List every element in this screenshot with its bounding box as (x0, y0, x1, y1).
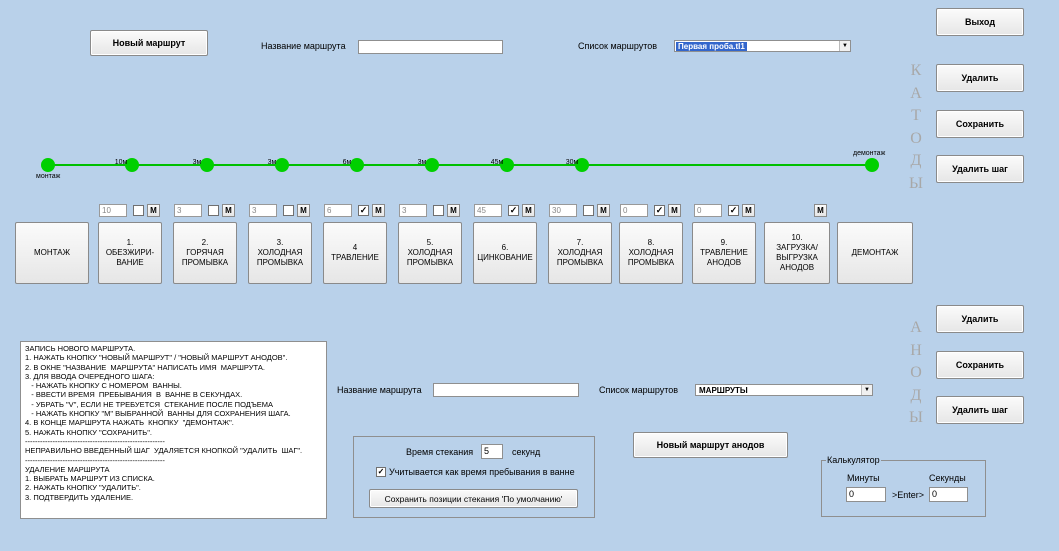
step-drip-checkbox-6[interactable]: ✓ (508, 205, 519, 216)
step-drip-checkbox-2[interactable] (208, 205, 219, 216)
route-list-select[interactable]: Первая проба.tl1 ▼ (674, 40, 851, 52)
step-time-input-3[interactable]: 3 (249, 204, 277, 217)
bath-5-button[interactable]: 5. ХОЛОДНАЯ ПРОМЫВКА (398, 222, 462, 284)
step-save-button-7[interactable]: М (597, 204, 610, 217)
drip-counts-checkbox[interactable]: ✓ (376, 467, 386, 477)
save-anode-route-button[interactable]: Сохранить (936, 351, 1024, 379)
save-drip-default-button[interactable]: Сохранить позиции стекания 'По умолчанию… (369, 489, 578, 508)
anode-route-name-label: Название маршрута (337, 385, 422, 395)
minutes-label: Минуты (847, 473, 880, 483)
save-cathode-route-button[interactable]: Сохранить (936, 110, 1024, 138)
step-save-button-8[interactable]: М (668, 204, 681, 217)
bath-3-button[interactable]: 3. ХОЛОДНАЯ ПРОМЫВКА (248, 222, 312, 284)
delete-step-cathode-button[interactable]: Удалить шаг (936, 155, 1024, 183)
segment-label: 6м (342, 159, 352, 166)
drip-counts-label: Учитывается как время пребывания в ванне (389, 467, 575, 477)
bath-7-button[interactable]: 7. ХОЛОДНАЯ ПРОМЫВКА (548, 222, 612, 284)
anode-route-list-select[interactable]: МАРШРУТЫ ▼ (695, 384, 873, 396)
track-line (47, 164, 872, 166)
step-drip-checkbox-3[interactable] (283, 205, 294, 216)
step-time-input-6[interactable]: 45 (474, 204, 502, 217)
step-time-input-4[interactable]: 6 (324, 204, 352, 217)
step-save-button-1[interactable]: М (147, 204, 160, 217)
segment-label: 3м (192, 159, 202, 166)
segment-label: 3м (267, 159, 277, 166)
step-drip-checkbox-4[interactable]: ✓ (358, 205, 369, 216)
step-drip-checkbox-1[interactable] (133, 205, 144, 216)
segment-label: 45м (490, 159, 504, 166)
track-start-label: монтаж (36, 173, 61, 180)
bath-2-button[interactable]: 2. ГОРЯЧАЯ ПРОМЫВКА (173, 222, 237, 284)
track-node (125, 158, 139, 172)
bath-9-button[interactable]: 9. ТРАВЛЕНИЕ АНОДОВ (692, 222, 756, 284)
step-save-button-3[interactable]: М (297, 204, 310, 217)
step-time-input-5[interactable]: 3 (399, 204, 427, 217)
step-drip-checkbox-7[interactable] (583, 205, 594, 216)
drip-time-input[interactable]: 5 (481, 444, 503, 459)
bath-8-button[interactable]: 8. ХОЛОДНАЯ ПРОМЫВКА (619, 222, 683, 284)
step-time-input-7[interactable]: 30 (549, 204, 577, 217)
track-node (350, 158, 364, 172)
track-node (865, 158, 879, 172)
step-time-input-1[interactable]: 10 (99, 204, 127, 217)
step-drip-checkbox-9[interactable]: ✓ (728, 205, 739, 216)
bath-dismount-button[interactable]: ДЕМОНТАЖ (837, 222, 913, 284)
step-time-input-2[interactable]: 3 (174, 204, 202, 217)
track-node (275, 158, 289, 172)
new-anode-route-button[interactable]: Новый маршрут анодов (633, 432, 788, 458)
minutes-input[interactable]: 0 (846, 487, 886, 502)
segment-label: 10м (114, 159, 128, 166)
step-save-button-5[interactable]: М (447, 204, 460, 217)
cathodes-vertical-label: К А Т О Д Ы (909, 62, 923, 192)
step-save-button-10[interactable]: М (814, 204, 827, 217)
route-name-label: Название маршрута (261, 41, 346, 51)
track-node (41, 158, 55, 172)
track-node (575, 158, 589, 172)
drip-time-label: Время стекания (406, 447, 474, 457)
bath-mount-button[interactable]: МОНТАЖ (15, 222, 89, 284)
delete-cathode-route-button[interactable]: Удалить (936, 64, 1024, 92)
chevron-down-icon[interactable]: ▼ (839, 41, 850, 51)
route-name-input[interactable] (358, 40, 503, 54)
segment-label: 3м (417, 159, 427, 166)
step-time-input-9[interactable]: 0 (694, 204, 722, 217)
step-time-input-8[interactable]: 0 (620, 204, 648, 217)
bath-1-button[interactable]: 1. ОБЕЗЖИРИ- ВАНИЕ (98, 222, 162, 284)
enter-label: >Enter> (892, 490, 925, 500)
track-node (425, 158, 439, 172)
step-drip-checkbox-8[interactable]: ✓ (654, 205, 665, 216)
bath-10-button[interactable]: 10. ЗАГРУЗКА/ ВЫГРУЗКА АНОДОВ (764, 222, 830, 284)
delete-anode-route-button[interactable]: Удалить (936, 305, 1024, 333)
calculator-group: Калькулятор Минуты Секунды 0 >Enter> 0 (821, 455, 986, 517)
anode-route-list-selected: МАРШРУТЫ (699, 386, 748, 395)
seconds-input[interactable]: 0 (929, 487, 968, 502)
bath-6-button[interactable]: 6. ЦИНКОВАНИЕ (473, 222, 537, 284)
step-save-button-4[interactable]: М (372, 204, 385, 217)
step-drip-checkbox-5[interactable] (433, 205, 444, 216)
track-node (500, 158, 514, 172)
anode-route-name-input[interactable] (433, 383, 579, 397)
chevron-down-icon[interactable]: ▼ (861, 385, 872, 395)
anode-route-list-label: Список маршрутов (599, 385, 679, 395)
new-route-button[interactable]: Новый маршрут (90, 30, 208, 56)
route-list-selected: Первая проба.tl1 (676, 42, 747, 51)
instructions-text: ЗАПИСЬ НОВОГО МАРШРУТА. 1. НАЖАТЬ КНОПКУ… (20, 341, 327, 519)
track-end-label: демонтаж (853, 150, 886, 157)
anodes-vertical-label: А Н О Д Ы (909, 319, 923, 426)
exit-button[interactable]: Выход (936, 8, 1024, 36)
segment-label: 30м (565, 159, 579, 166)
step-save-button-9[interactable]: М (742, 204, 755, 217)
drip-settings-group: Время стекания 5 секунд ✓ Учитывается ка… (353, 436, 595, 518)
seconds-label: Секунды (929, 473, 966, 483)
step-save-button-2[interactable]: М (222, 204, 235, 217)
drip-unit-label: секунд (512, 447, 541, 457)
step-save-button-6[interactable]: М (522, 204, 535, 217)
bath-4-button[interactable]: 4 ТРАВЛЕНИЕ (323, 222, 387, 284)
delete-step-anode-button[interactable]: Удалить шаг (936, 396, 1024, 424)
route-list-label: Список маршрутов (578, 41, 658, 51)
track-node (200, 158, 214, 172)
calculator-title: Калькулятор (826, 455, 881, 465)
